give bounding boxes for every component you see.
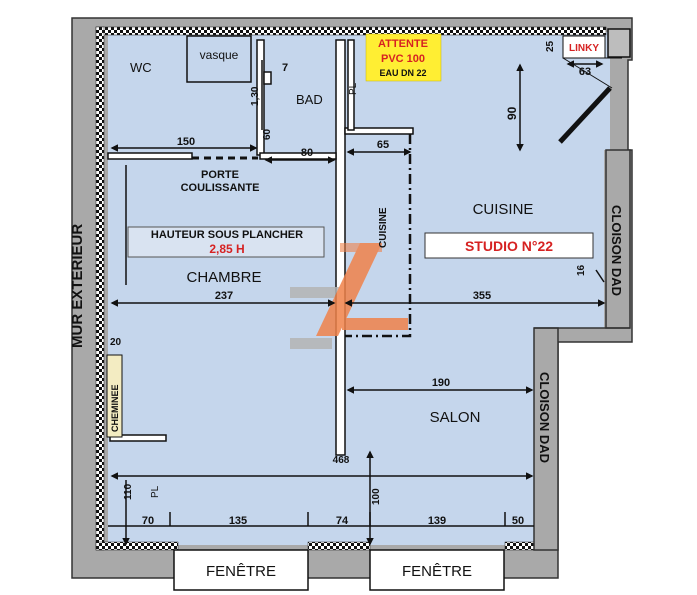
dim-16: 16 [576, 264, 587, 276]
door-swing-line [558, 86, 612, 144]
dimension-lines [110, 60, 606, 546]
attente-line3: EAU DN 22 [379, 68, 426, 78]
bathroom-floor-wall [107, 152, 193, 160]
dim-355: 355 [473, 290, 491, 302]
dim-139: 139 [428, 515, 446, 527]
hauteur-box [127, 226, 325, 258]
fenetre-right-label: FENÊTRE [402, 563, 472, 580]
dim-150: 150 [177, 136, 195, 148]
dim-70: 70 [142, 515, 154, 527]
porte-line1: PORTE [201, 169, 239, 181]
chambre-salon-wall-stub [109, 434, 167, 442]
salon-label: SALON [430, 409, 481, 426]
attente-line1: ATTENTE [378, 38, 428, 50]
insulation-bottom-left [95, 541, 179, 551]
dim-65: 65 [377, 139, 389, 151]
pl-top-label: PL [348, 82, 359, 95]
cheminee-label: CHEMINEE [110, 384, 120, 432]
dim-25: 25 [545, 40, 556, 52]
dim-130: 1,30 [250, 86, 261, 106]
dim-468: 468 [333, 455, 350, 466]
dim-135: 135 [229, 515, 247, 527]
attente-line2: PVC 100 [381, 53, 425, 65]
window-left[interactable] [173, 549, 309, 591]
vasque[interactable] [186, 35, 252, 83]
fenetre-left-label: FENÊTRE [206, 563, 276, 580]
dim-7: 7 [282, 62, 288, 74]
watermark-logo [290, 243, 408, 349]
dim-20: 20 [110, 337, 122, 348]
dim-100: 100 [371, 488, 382, 505]
wc-label: WC [130, 60, 152, 75]
dim-90: 90 [505, 106, 519, 120]
bathroom-wall-stub [263, 71, 272, 85]
mur-exterieur-label: MUR EXTERIEUR [69, 224, 86, 348]
cloison-dad-top-label: CLOISON DAD [609, 205, 624, 296]
dim-110: 110 [123, 483, 134, 500]
cuisine-vertical-label: CUISINE [378, 207, 389, 248]
bottom-ticks [108, 512, 534, 527]
dim-237: 237 [215, 290, 233, 302]
insulation-left [95, 26, 105, 551]
pl-bottom-label: PL [150, 485, 161, 498]
dim-63: 63 [579, 66, 591, 78]
dim-74: 74 [336, 515, 349, 527]
dim-80: 80 [301, 147, 313, 159]
pl-column [347, 39, 355, 131]
dim-50: 50 [512, 515, 524, 527]
kitchen-top-wall [344, 127, 414, 135]
porte-line2: COULISSANTE [181, 182, 260, 194]
insulation-bottom-mid [307, 541, 371, 551]
studio-box [424, 232, 594, 259]
linky-duct [607, 28, 631, 58]
insulation-bottom-right [504, 541, 537, 551]
chambre-label: CHAMBRE [186, 269, 261, 286]
attente-box [365, 33, 442, 82]
bad-label: BAD [296, 92, 323, 107]
cuisine-label: CUISINE [473, 201, 534, 218]
insulation-top [95, 26, 607, 36]
window-right[interactable] [369, 549, 505, 591]
cloison-dad-bottom-label: CLOISON DAD [537, 372, 552, 463]
bad-floor-wall [259, 152, 337, 160]
dim-190: 190 [432, 377, 450, 389]
cheminee-box[interactable] [106, 354, 123, 438]
cuisine-dash-dot [345, 134, 412, 338]
dim-60: 60 [262, 128, 273, 140]
hauteur-line2: 2,85 H [209, 242, 244, 256]
studio-label: STUDIO N°22 [465, 238, 553, 254]
linky-label: LINKY [569, 43, 599, 54]
vasque-label: vasque [200, 48, 239, 62]
hauteur-line1: HAUTEUR SOUS PLANCHER [151, 229, 303, 241]
